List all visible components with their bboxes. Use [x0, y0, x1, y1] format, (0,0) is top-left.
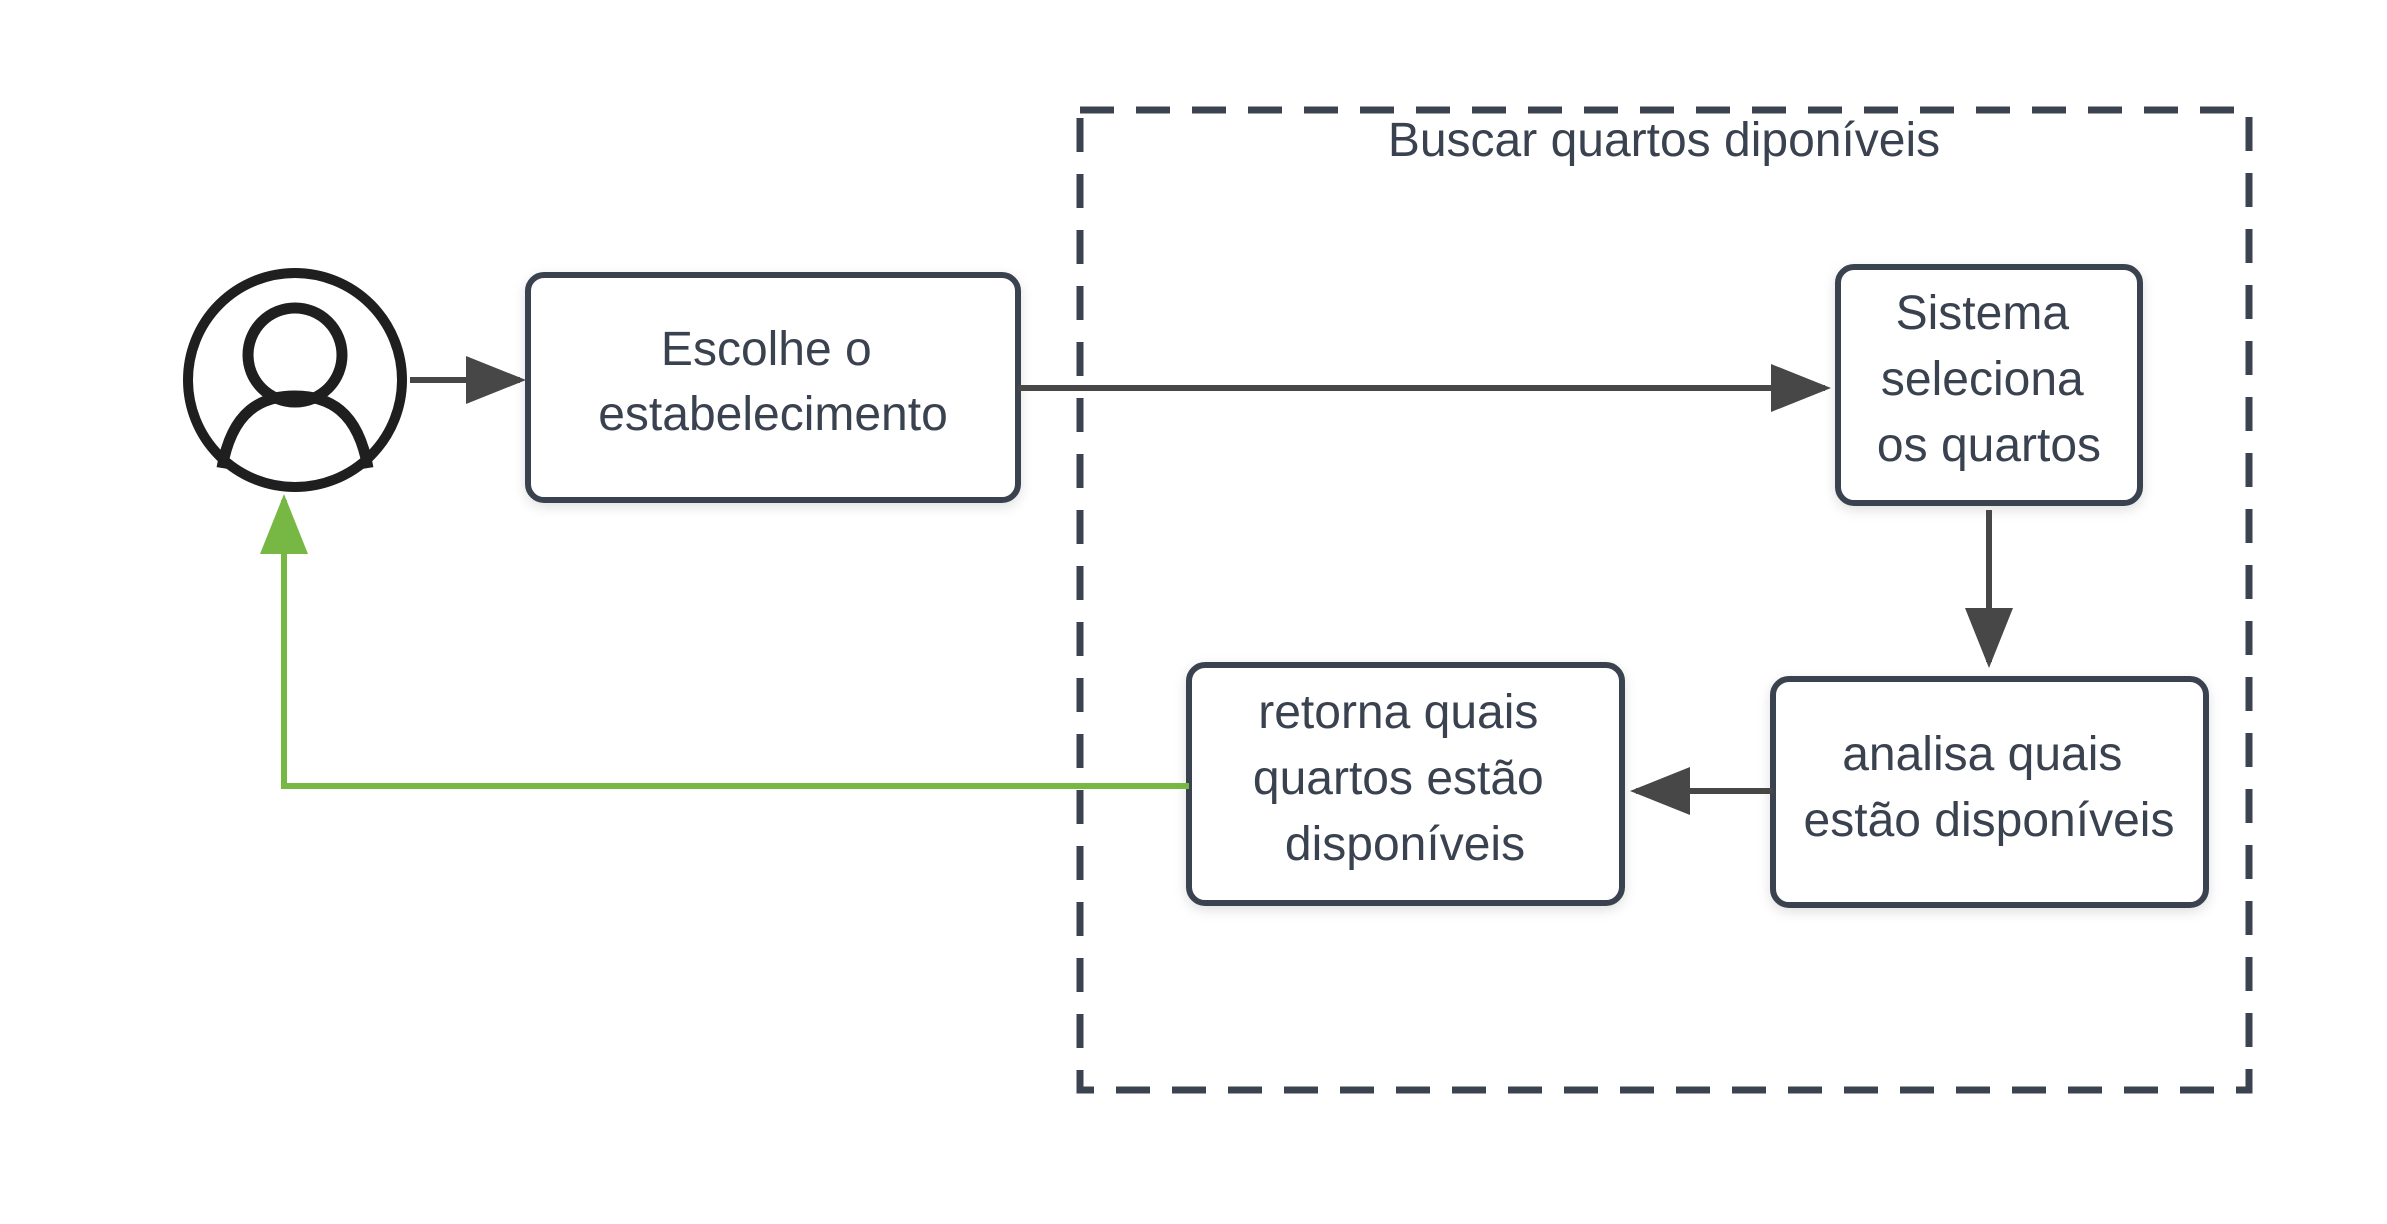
- node-retorna[interactable]: retorna quais quartos estão disponíveis: [1186, 662, 1625, 906]
- group-title: Buscar quartos diponíveis: [1388, 114, 1940, 167]
- node-retorna-line: quartos estão: [1253, 752, 1544, 805]
- node-retorna-line: disponíveis: [1285, 818, 1525, 871]
- node-analisa-line: estão disponíveis: [1804, 794, 2175, 847]
- svg-text:Sistema seleciona: Sistema seleciona os quartos: [1877, 287, 2101, 472]
- user-icon: [183, 268, 407, 492]
- node-sistema-line: Sistema: [1896, 287, 2070, 340]
- node-escolhe-line: estabelecimento: [598, 388, 948, 441]
- node-sistema-line: os quartos: [1877, 419, 2101, 472]
- node-sistema-line: seleciona: [1881, 353, 2084, 406]
- svg-text:retorna quais quartos es: retorna quais quartos estão disponíveis: [1253, 686, 1557, 871]
- arrow-retorna-to-actor: [260, 494, 1189, 789]
- node-retorna-line: retorna quais: [1258, 686, 1538, 739]
- group-container: [1076, 106, 2253, 1094]
- node-analisa-line: analisa quais: [1842, 728, 2122, 781]
- svg-text:analisa quais estão disp: analisa quais estão disponíveis: [1804, 728, 2175, 847]
- node-escolhe-line: Escolhe o: [661, 323, 872, 376]
- node-escolhe[interactable]: Escolhe o estabelecimento: [525, 272, 1021, 503]
- node-sistema[interactable]: Sistema seleciona os quartos: [1835, 264, 2143, 506]
- svg-text:Escolhe o estabelecimen: Escolhe o estabelecimento: [598, 323, 948, 441]
- node-analisa[interactable]: analisa quais estão disponíveis: [1770, 676, 2209, 908]
